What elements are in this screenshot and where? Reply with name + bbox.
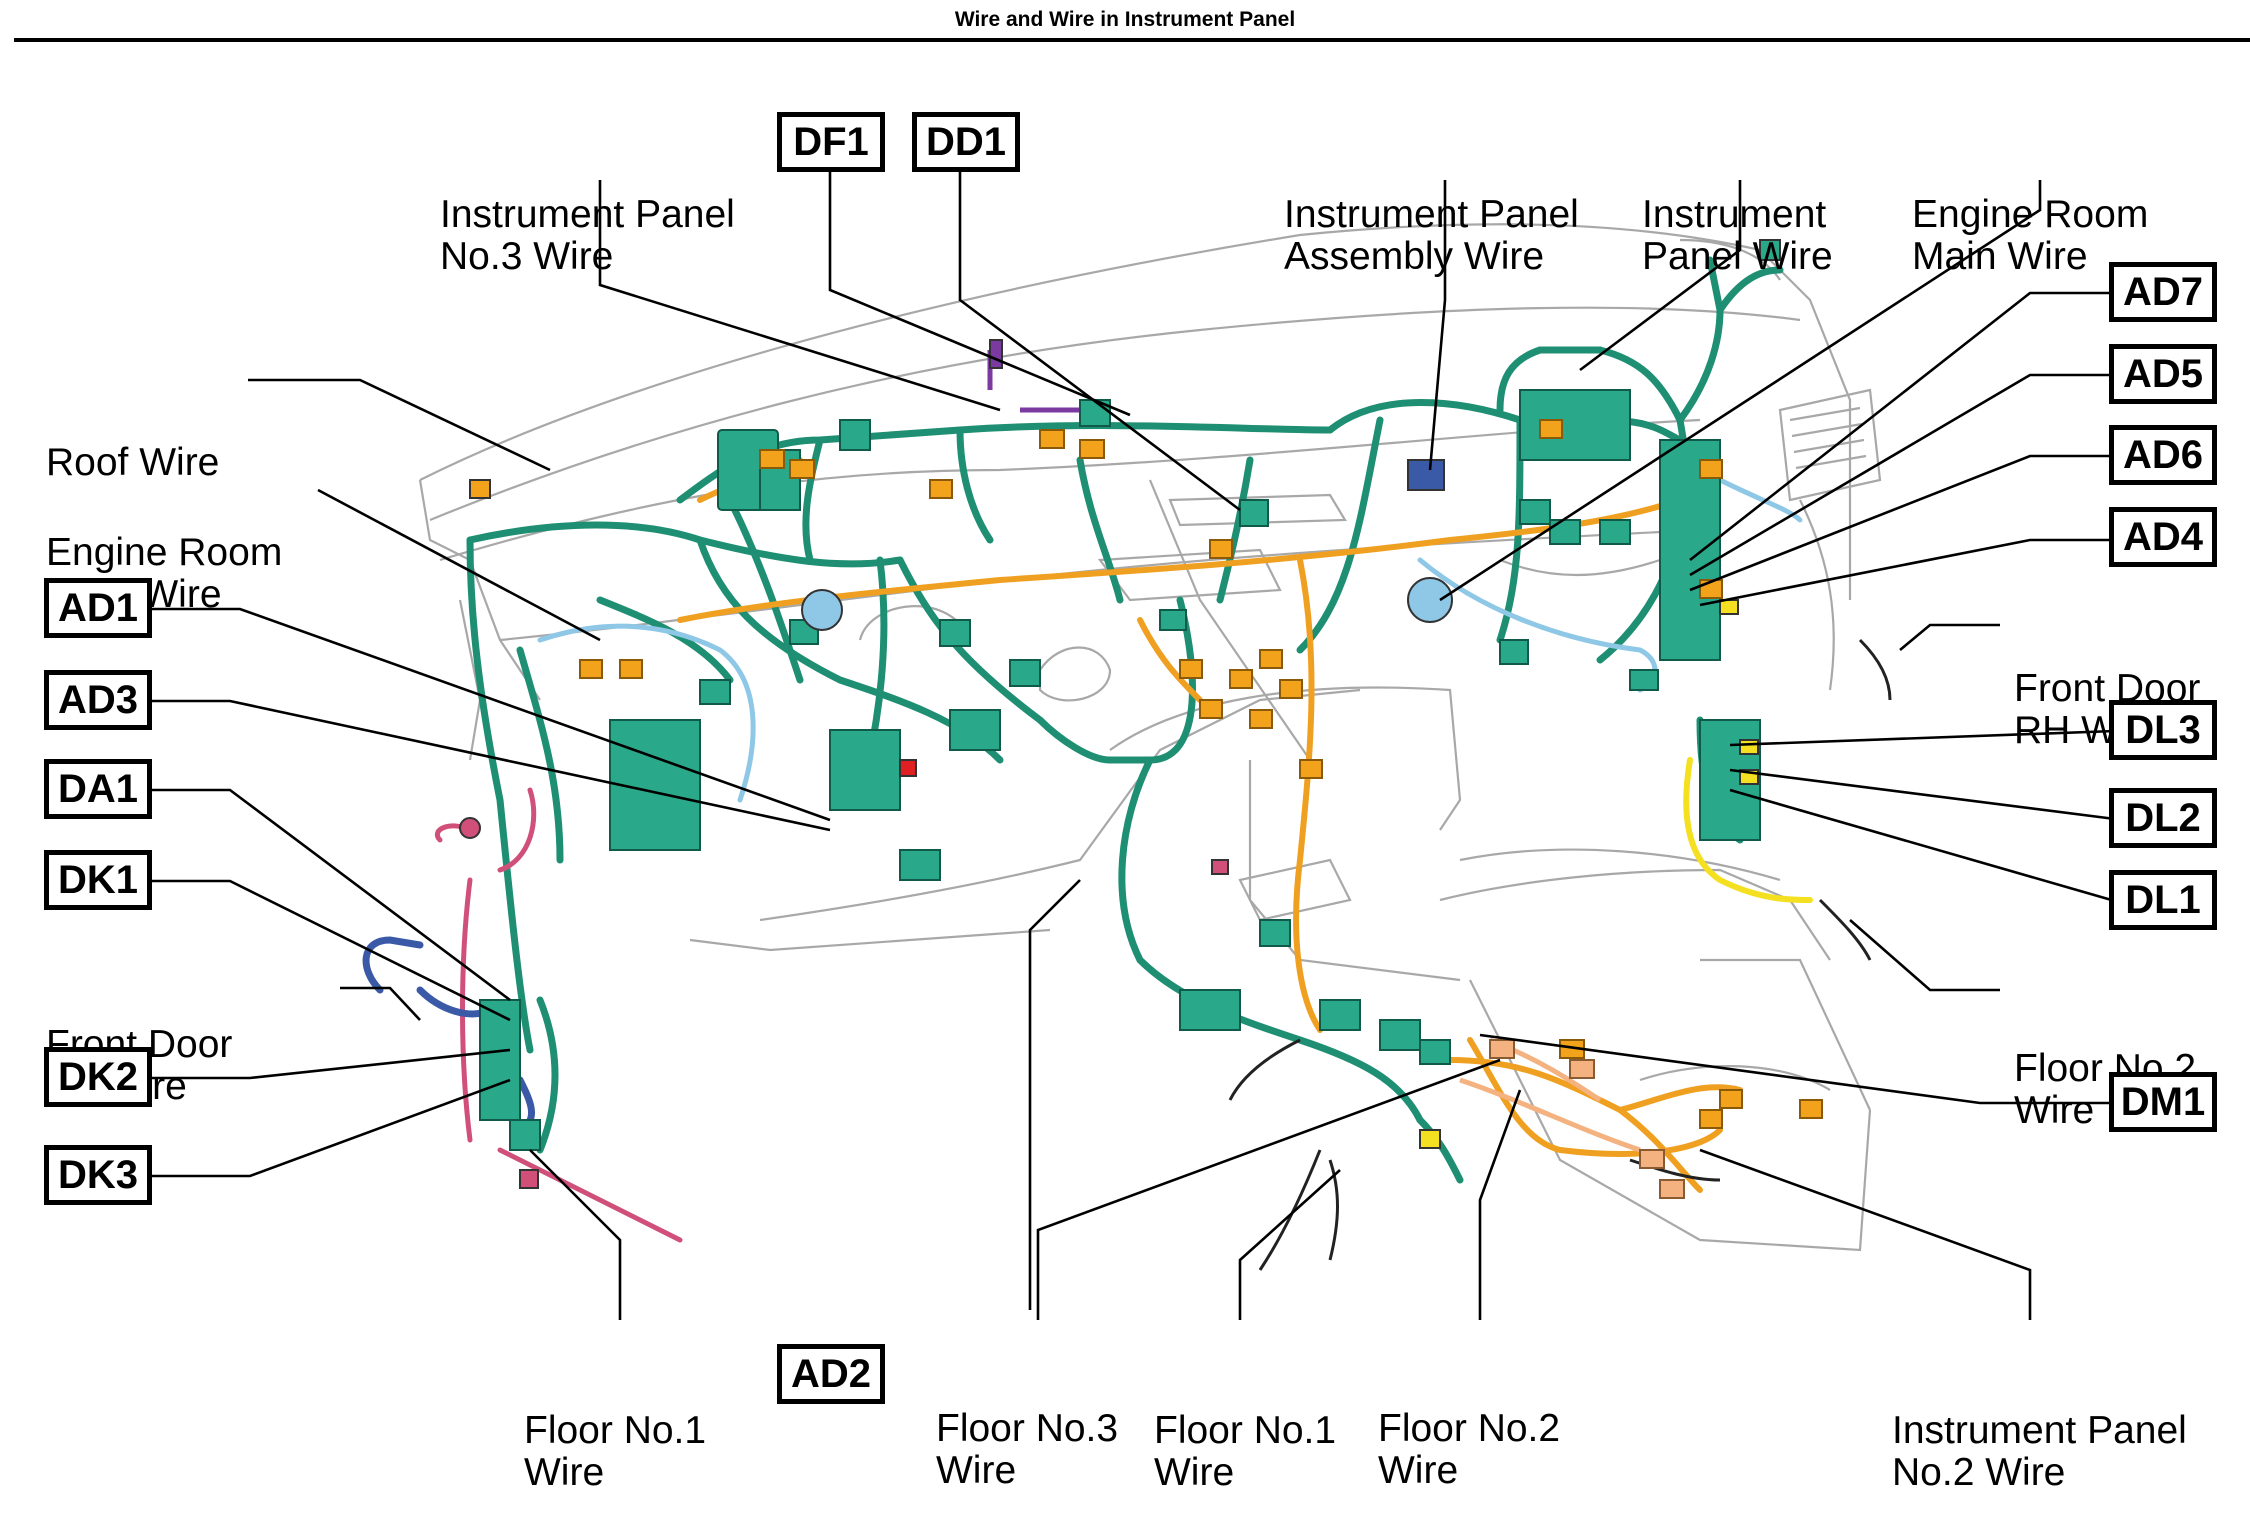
black-wires [1228,638,1892,1271]
green-connectors [479,389,1761,1151]
orange-harness [677,457,1743,1193]
connector-code-dl3: DL3 [2109,700,2217,760]
label-front-door-lh-wire: Front DoorLH Wire [46,1023,233,1108]
connector-code-df1: DF1 [777,112,885,172]
connector-code-ad4: AD4 [2109,507,2217,567]
connector-code-dm1: DM1 [2109,1072,2217,1132]
connector-code-dk1: DK1 [44,850,152,910]
connector-code-ad6: AD6 [2109,425,2217,485]
tan-connectors [1489,1039,1685,1199]
connector-code-dk2: DK2 [44,1047,152,1107]
dashboard-outline [418,223,1882,1252]
yellow-wire [1683,757,1813,903]
connector-code-dl1: DL1 [2109,870,2217,930]
connector-code-dd1: DD1 [912,112,1020,172]
connector-code-dl2: DL2 [2109,788,2217,848]
leader-lines [150,125,2116,1320]
misc-parts [459,239,1781,1189]
connector-code-da1: DA1 [44,759,152,819]
title-rule [14,38,2250,42]
connector-code-ad2: AD2 [777,1344,885,1404]
connector-code-dk3: DK3 [44,1145,152,1205]
wiring-diagram [150,125,2116,1320]
page-title: Wire and Wire in Instrument Panel [954,8,1296,31]
connector-code-ad1: AD1 [44,578,152,638]
connector-code-ad3: AD3 [44,670,152,730]
orange-connectors [579,419,1823,1129]
connector-code-ad5: AD5 [2109,344,2217,404]
label-roof-wire: Roof Wire [46,441,220,484]
connector-code-ad7: AD7 [2109,262,2217,322]
tan-wire [1459,1037,1641,1153]
